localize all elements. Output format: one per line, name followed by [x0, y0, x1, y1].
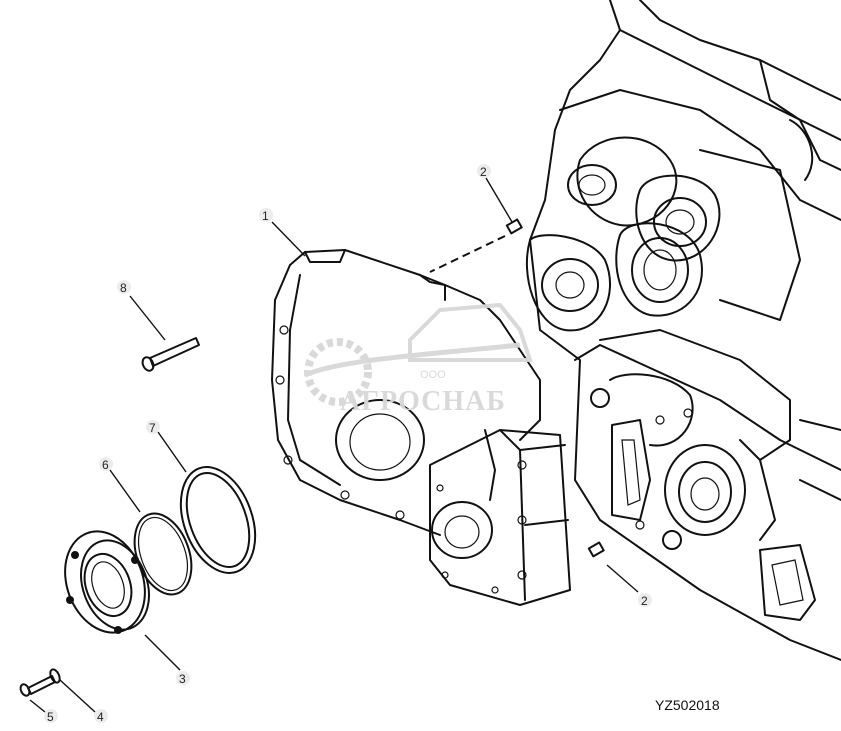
- dowel-pin-upper: [429, 218, 523, 273]
- callout-1: 1: [262, 209, 269, 223]
- callout-6: 6: [102, 458, 109, 472]
- callout-leaders: [29, 177, 639, 713]
- callout-labels: 1 2 2 3 4 5 6 7 8: [44, 164, 652, 724]
- callout-5: 5: [47, 710, 54, 724]
- callout-3: 3: [179, 672, 186, 686]
- watermark-prefix: ООО: [420, 369, 446, 381]
- callout-2-lower: 2: [641, 594, 648, 608]
- bolt-part-5: [19, 675, 56, 697]
- dowel-pin-lower: [587, 541, 605, 558]
- bearing-housing-block: [429, 429, 571, 606]
- callout-7: 7: [149, 421, 156, 435]
- watermark-logo: ООО АГРОСНАБ: [304, 302, 533, 417]
- callout-2-upper: 2: [480, 165, 487, 179]
- figure-code: YZ502018: [655, 697, 720, 713]
- watermark-brand: АГРОСНАБ: [340, 386, 506, 417]
- cover-part-1: [271, 249, 541, 536]
- callout-8: 8: [120, 281, 127, 295]
- gasket-part-7: [179, 466, 257, 574]
- flange-cap-part-3: [64, 530, 150, 634]
- o-ring-part-6: [133, 512, 193, 596]
- bolt-part-8: [141, 337, 200, 372]
- washer-part-4: [49, 668, 61, 684]
- callout-4: 4: [97, 710, 104, 724]
- transmission-housing: [525, 0, 841, 661]
